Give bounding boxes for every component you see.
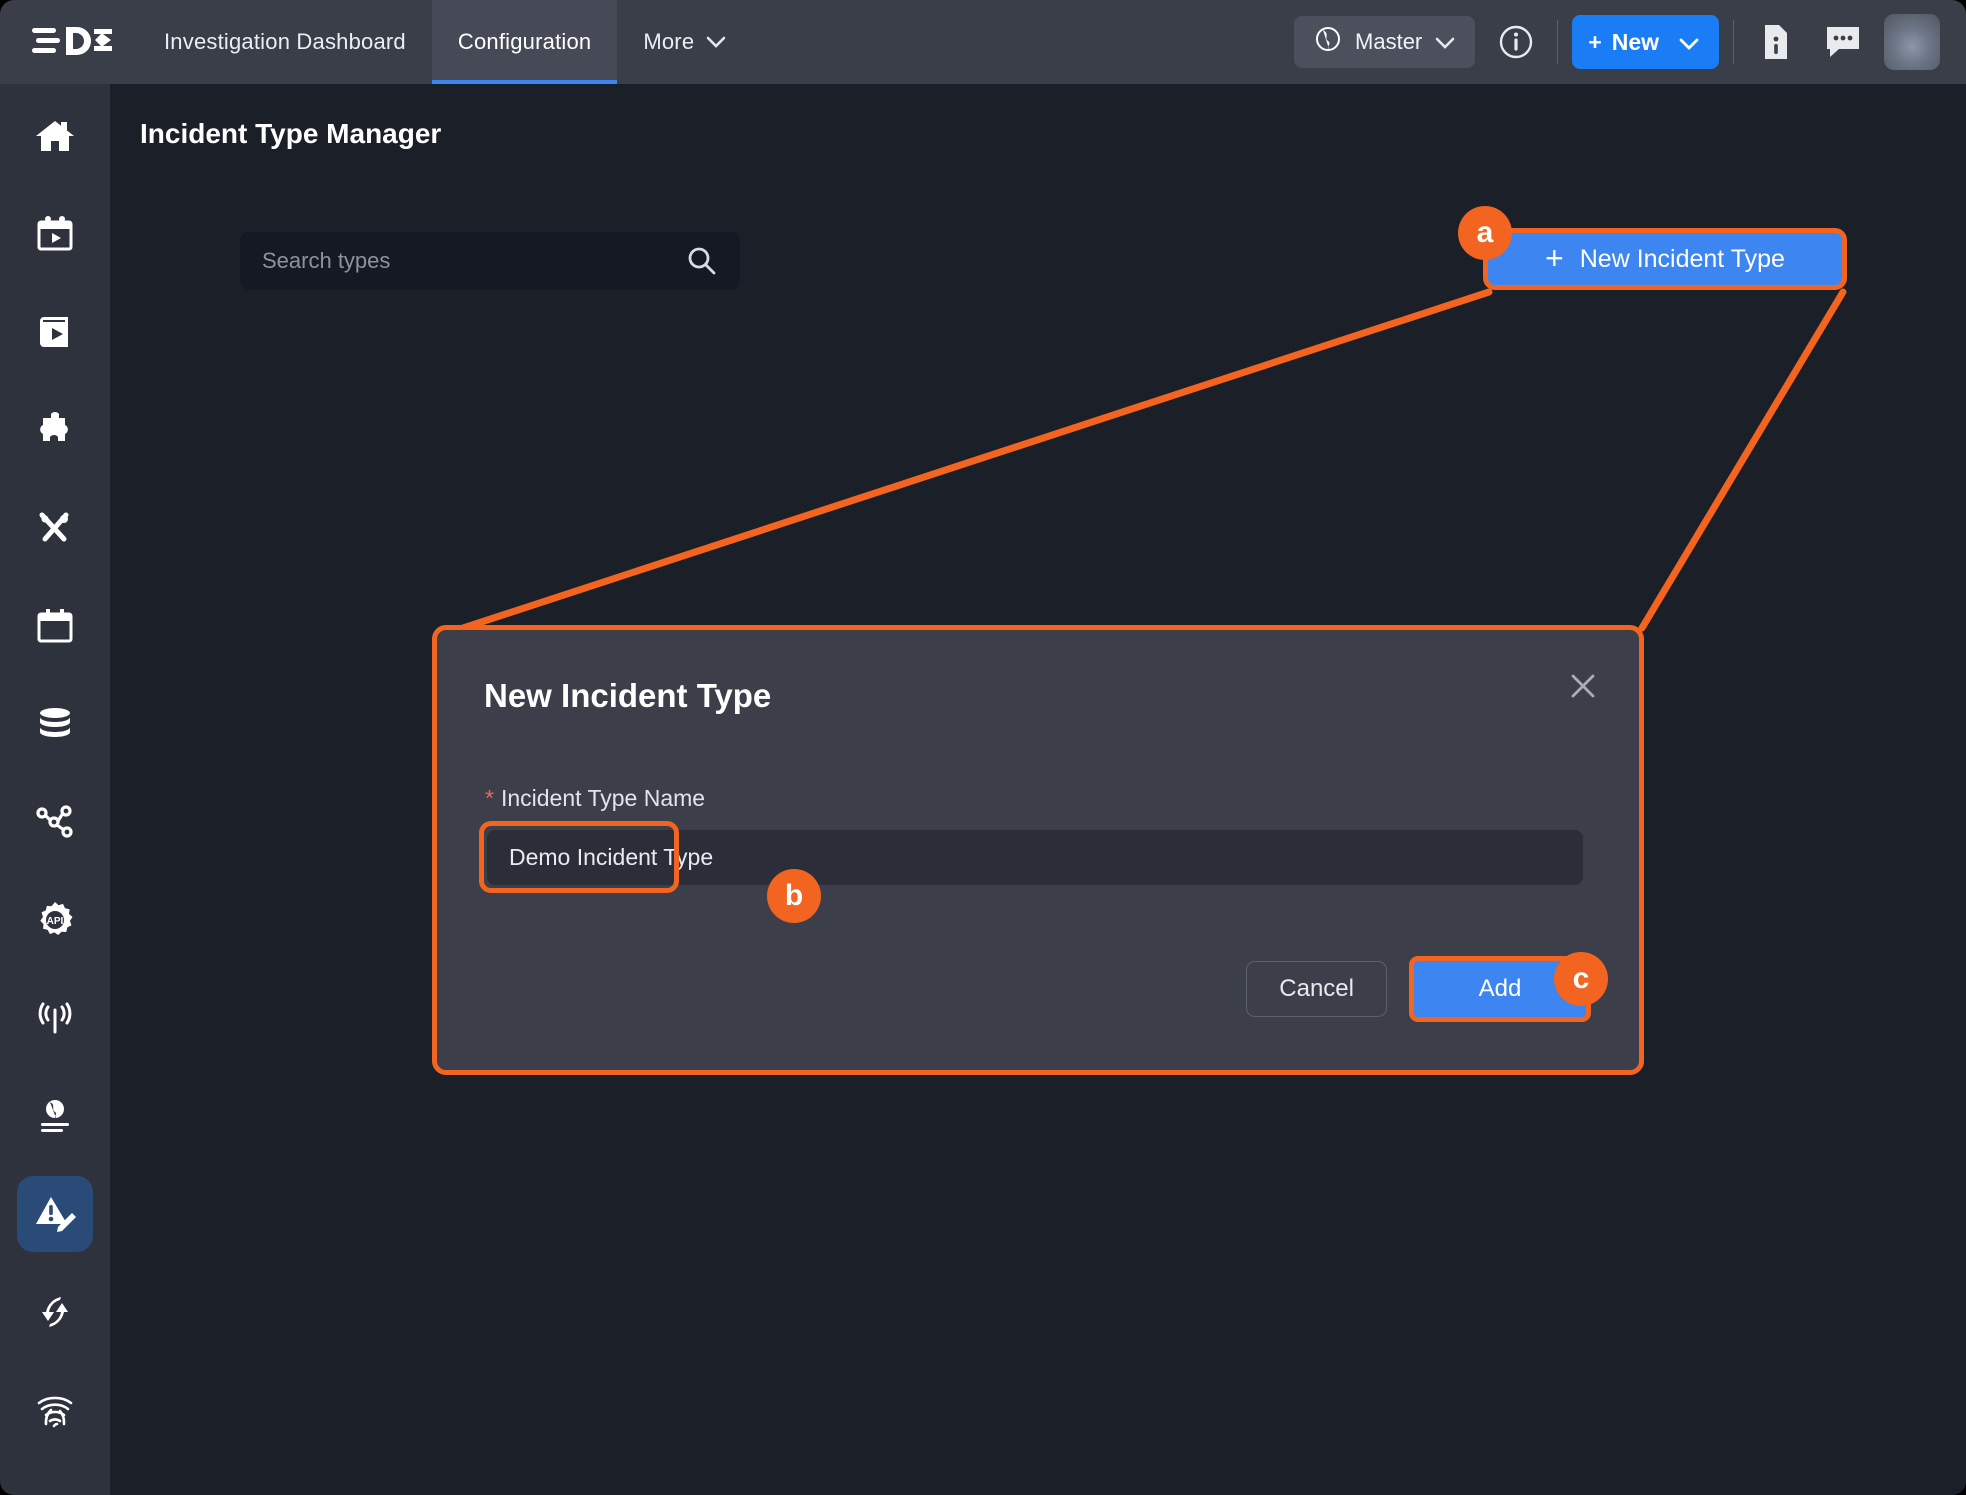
nav-item-configuration[interactable]: Configuration — [431, 0, 618, 84]
nav-item-investigation-dashboard[interactable]: Investigation Dashboard — [138, 0, 432, 84]
topbar-divider — [1557, 20, 1559, 64]
broadcast-icon — [33, 996, 77, 1040]
fingerprint-icon — [33, 1388, 77, 1432]
sidebar-item-data-sources[interactable] — [17, 686, 93, 762]
sidebar-item-incident-type-manager[interactable] — [17, 1176, 93, 1252]
nav-item-more[interactable]: More — [617, 0, 752, 84]
cancel-button[interactable]: Cancel — [1246, 961, 1387, 1017]
info-circle-icon[interactable] — [1489, 15, 1543, 69]
sidebar-item-playbook-calendar[interactable] — [17, 196, 93, 272]
sidebar-item-integrations[interactable] — [17, 392, 93, 468]
dialog-button-row: Cancel Add — [1246, 956, 1591, 1022]
input-value: Demo Incident Type — [509, 844, 714, 870]
book-play-icon — [33, 310, 77, 354]
new-button[interactable]: + New — [1572, 15, 1719, 69]
sidebar-item-forensics[interactable] — [17, 1372, 93, 1448]
sidebar-item-relationships[interactable] — [17, 784, 93, 860]
calendar-icon — [33, 604, 77, 648]
home-icon — [33, 114, 77, 158]
chat-bubble-icon[interactable] — [1816, 15, 1870, 69]
nav-label: Investigation Dashboard — [164, 29, 406, 54]
dialog-body: New Incident Type *Incident Type Name De… — [432, 625, 1644, 1075]
plus-icon: + — [1545, 240, 1564, 276]
new-button-label: New — [1611, 28, 1659, 55]
badge-label: a — [1476, 216, 1494, 249]
input-highlight-outline — [479, 821, 679, 893]
sidebar-item-schedules[interactable] — [17, 588, 93, 664]
field-label-text: Incident Type Name — [500, 785, 706, 811]
d3-logo-icon[interactable] — [32, 22, 116, 62]
gear-api-icon: API — [33, 898, 77, 942]
search-icon[interactable] — [686, 245, 718, 277]
incident-type-name-input[interactable]: Demo Incident Type — [487, 830, 1583, 885]
callout-badge-b: b — [767, 869, 821, 923]
sidebar-item-global-lists[interactable] — [17, 1078, 93, 1154]
svg-text:API: API — [47, 916, 64, 927]
top-navigation-bar: Investigation Dashboard Configuration Mo… — [0, 0, 1966, 84]
badge-label: b — [784, 879, 804, 912]
callout-badge-c: c — [1554, 952, 1608, 1006]
close-icon[interactable] — [1561, 664, 1605, 708]
new-incident-type-label: New Incident Type — [1579, 244, 1785, 273]
plus-icon: + — [1588, 28, 1602, 55]
sidebar-item-home[interactable] — [17, 98, 93, 174]
tools-icon — [33, 506, 77, 550]
add-label: Add — [1478, 975, 1522, 1002]
calendar-play-icon — [33, 212, 77, 256]
document-info-icon[interactable] — [1748, 15, 1802, 69]
incident-type-name-label: *Incident Type Name — [485, 785, 705, 812]
user-avatar[interactable] — [1884, 14, 1940, 70]
new-incident-type-button[interactable]: + New Incident Type — [1483, 228, 1847, 290]
page-title: Incident Type Manager — [140, 118, 442, 149]
left-sidebar: API — [0, 84, 110, 1495]
search-input[interactable]: Search types — [240, 232, 740, 290]
globe-list-icon — [33, 1094, 77, 1138]
callout-badge-a: a — [1458, 206, 1512, 260]
master-label: Master — [1355, 29, 1423, 54]
dialog-title: New Incident Type — [484, 677, 772, 714]
new-incident-type-dialog: New Incident Type *Incident Type Name De… — [432, 625, 1644, 1075]
database-icon — [33, 702, 77, 746]
chevron-down-icon — [1679, 29, 1699, 56]
cancel-label: Cancel — [1279, 975, 1354, 1002]
search-placeholder: Search types — [262, 248, 391, 273]
badge-label: c — [1572, 962, 1590, 995]
nav-label: Configuration — [457, 29, 592, 54]
sync-arrows-icon — [33, 1290, 77, 1334]
puzzle-piece-icon — [33, 408, 77, 452]
required-marker: * — [485, 785, 494, 811]
share-network-icon — [33, 800, 77, 844]
sidebar-item-sync[interactable] — [17, 1274, 93, 1350]
sidebar-item-api-settings[interactable]: API — [17, 882, 93, 958]
incident-edit-icon — [32, 1191, 78, 1237]
sidebar-item-event-intake[interactable] — [17, 980, 93, 1056]
chevron-down-icon — [1435, 29, 1455, 55]
nav-label: More — [643, 29, 695, 54]
globe-icon — [1314, 25, 1342, 59]
master-selector[interactable]: Master — [1294, 16, 1476, 68]
sidebar-item-utilities[interactable] — [17, 490, 93, 566]
chevron-down-icon — [706, 36, 726, 48]
sidebar-item-playbook-library[interactable] — [17, 294, 93, 370]
topbar-divider-2 — [1733, 20, 1734, 64]
